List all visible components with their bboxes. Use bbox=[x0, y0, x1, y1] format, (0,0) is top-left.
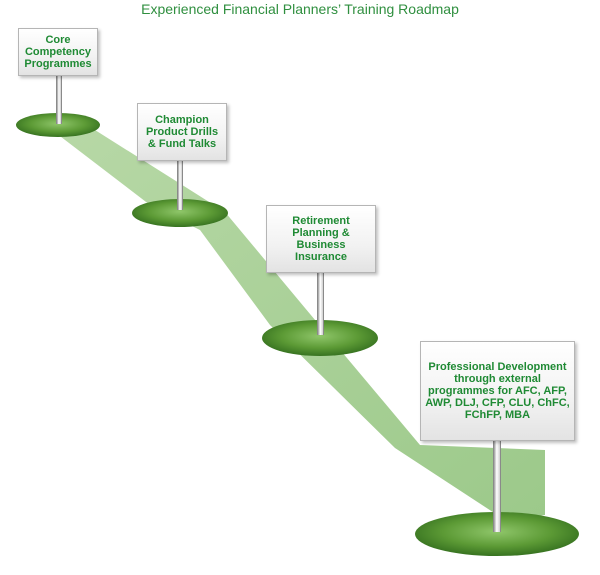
signboard-1: Core Competency Programmes bbox=[18, 28, 98, 76]
signpost-pole-3 bbox=[317, 273, 324, 335]
signpost-pole-1 bbox=[56, 76, 62, 124]
grass-patch-2 bbox=[132, 199, 228, 227]
grass-patch-4 bbox=[415, 512, 579, 556]
signpost-pole-4 bbox=[493, 440, 501, 532]
signpost-pole-2 bbox=[177, 160, 183, 210]
signboard-3: Retirement Planning & Business Insurance bbox=[266, 205, 376, 273]
grass-patch-3 bbox=[262, 320, 378, 356]
grass-patch-1 bbox=[16, 113, 100, 137]
signboard-4: Professional Development through externa… bbox=[420, 341, 575, 441]
diagram-title: Experienced Financial Planners’ Training… bbox=[141, 1, 459, 17]
signboard-2: Champion Product Drills & Fund Talks bbox=[137, 103, 227, 161]
